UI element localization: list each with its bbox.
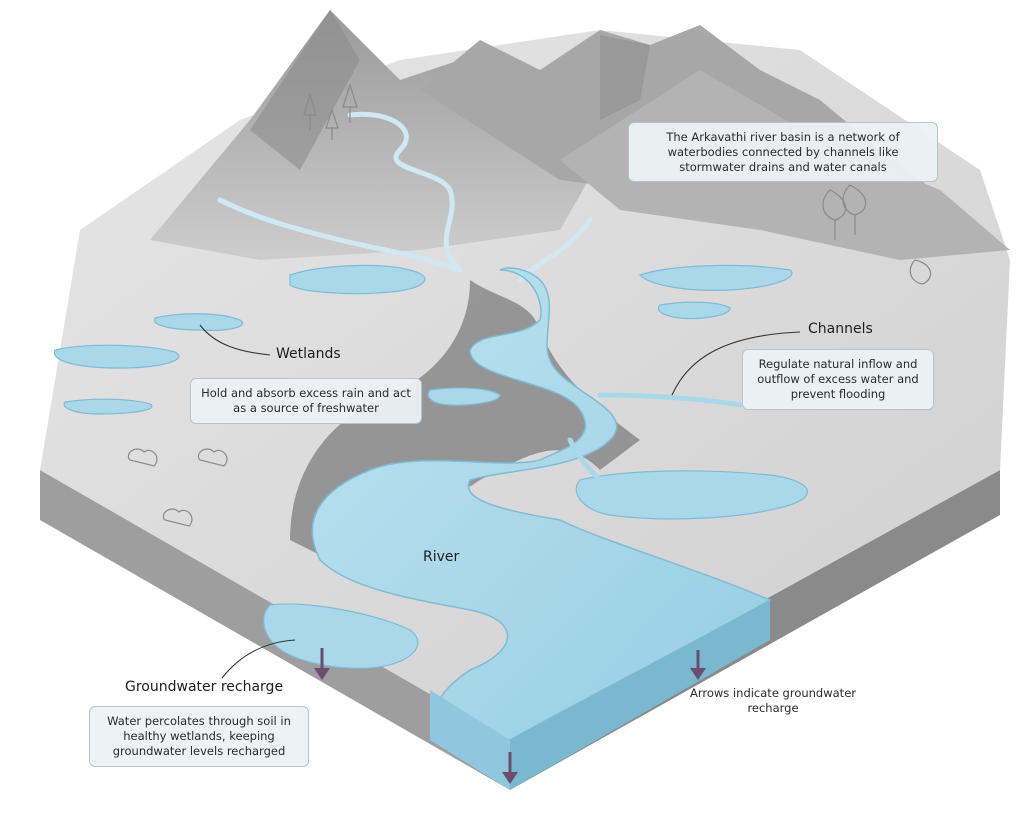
vegetation bbox=[127, 83, 932, 527]
wetlands-label: Wetlands bbox=[276, 346, 341, 362]
wetlands-description-text: Hold and absorb excess rain and act as a… bbox=[201, 386, 411, 415]
wetlands bbox=[53, 264, 809, 669]
basin-description-text: The Arkavathi river basin is a network o… bbox=[666, 129, 900, 174]
river bbox=[311, 267, 772, 741]
river-front-face-right bbox=[510, 600, 770, 790]
recharge-arrows bbox=[314, 648, 706, 784]
river-label: River bbox=[423, 549, 460, 565]
recharge-arrow-river bbox=[690, 650, 706, 680]
channels-description-callout: Regulate natural inflow and outflow of e… bbox=[742, 349, 934, 410]
arrows-legend-note: Arrows indicate groundwater recharge bbox=[690, 686, 856, 715]
channels-leader bbox=[671, 331, 801, 396]
groundwater-description-callout: Water percolates through soil in healthy… bbox=[89, 706, 309, 767]
channels-description-text: Regulate natural inflow and outflow of e… bbox=[757, 357, 919, 401]
basin-description-callout: The Arkavathi river basin is a network o… bbox=[628, 122, 938, 182]
channels-label: Channels bbox=[808, 321, 873, 337]
wetlands-description-callout: Hold and absorb excess rain and act as a… bbox=[190, 378, 422, 424]
channel-stream-lower bbox=[567, 437, 603, 483]
channel-stream bbox=[597, 392, 743, 408]
wetlands-leader bbox=[199, 324, 271, 356]
groundwater-label: Groundwater recharge bbox=[125, 679, 284, 695]
recharge-arrow-corner bbox=[502, 752, 518, 784]
groundwater-leader bbox=[221, 639, 296, 679]
leader-lines bbox=[199, 324, 801, 679]
groundwater-description-text: Water percolates through soil in healthy… bbox=[107, 714, 291, 758]
recharge-arrow-wetland bbox=[314, 648, 330, 680]
river-front-face bbox=[430, 690, 510, 790]
